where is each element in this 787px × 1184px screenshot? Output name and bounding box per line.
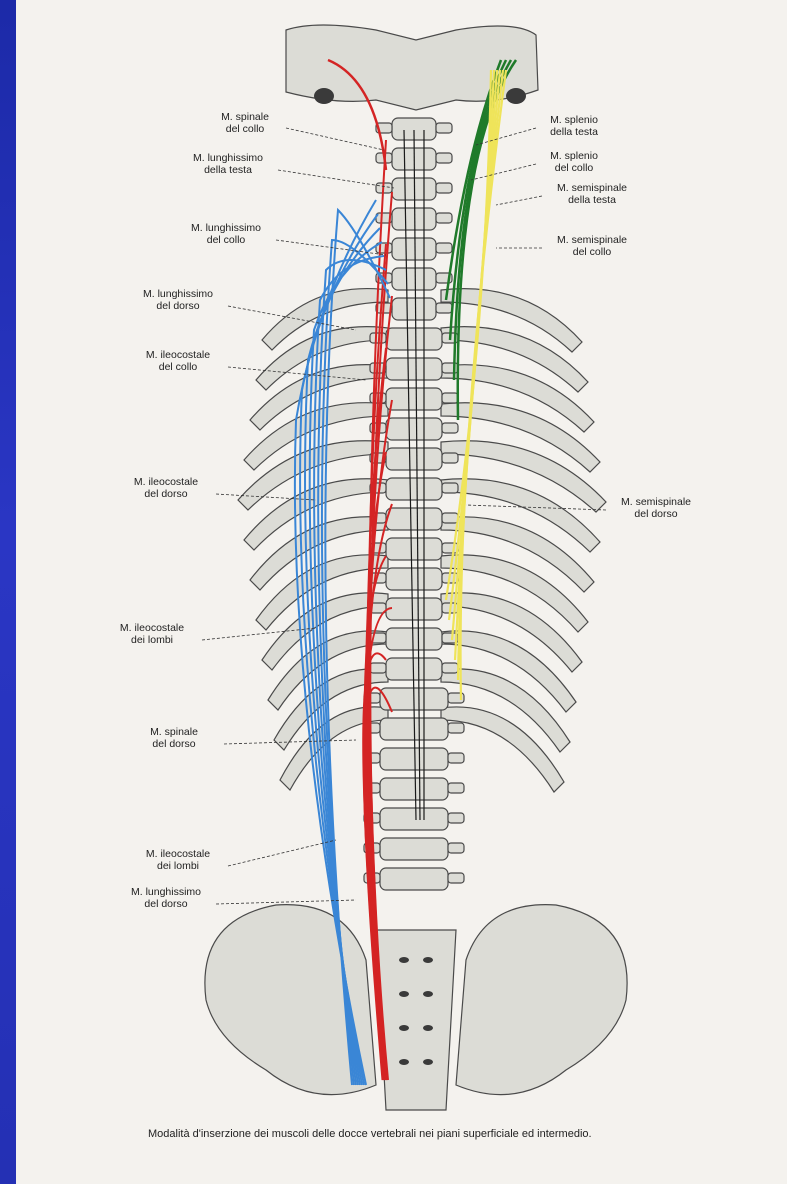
vertebra bbox=[392, 238, 436, 260]
sacral-foramen bbox=[423, 1025, 433, 1031]
vertebra bbox=[386, 598, 442, 620]
transverse-process-right bbox=[448, 813, 464, 823]
transverse-process-right bbox=[436, 153, 452, 163]
transverse-process-right bbox=[448, 783, 464, 793]
vertebra bbox=[380, 808, 448, 830]
transverse-process-right bbox=[436, 213, 452, 223]
vertebra bbox=[386, 418, 442, 440]
transverse-process-right bbox=[442, 663, 458, 673]
leader-line bbox=[496, 196, 542, 205]
transverse-process-right bbox=[436, 183, 452, 193]
vertebra bbox=[386, 568, 442, 590]
vertebra bbox=[386, 508, 442, 530]
vertebra bbox=[380, 868, 448, 890]
sacral-foramen bbox=[423, 991, 433, 997]
figure-caption: Modalità d'inserzione dei muscoli delle … bbox=[148, 1126, 787, 1142]
transverse-process-left bbox=[370, 663, 386, 673]
vertebra bbox=[380, 778, 448, 800]
transverse-process-right bbox=[448, 723, 464, 733]
transverse-process-right bbox=[442, 393, 458, 403]
transverse-process-right bbox=[442, 513, 458, 523]
spine-illustration bbox=[16, 0, 787, 1184]
vertebra bbox=[380, 838, 448, 860]
transverse-process-right bbox=[436, 243, 452, 253]
transverse-process-right bbox=[436, 303, 452, 313]
iliac-wing-right bbox=[456, 905, 627, 1095]
leader-line bbox=[228, 840, 336, 866]
sacral-foramen bbox=[399, 957, 409, 963]
sacral-foramen bbox=[399, 1059, 409, 1065]
fibre-black bbox=[414, 130, 420, 820]
vertebra bbox=[386, 538, 442, 560]
transverse-process-right bbox=[442, 453, 458, 463]
vertebra bbox=[380, 748, 448, 770]
sacral-foramen bbox=[423, 957, 433, 963]
transverse-process-right bbox=[448, 753, 464, 763]
skull-foramen-right bbox=[506, 88, 526, 104]
transverse-process-right bbox=[442, 543, 458, 553]
vertebra bbox=[386, 628, 442, 650]
leader-line bbox=[286, 128, 384, 150]
transverse-process-right bbox=[448, 873, 464, 883]
transverse-process-right bbox=[436, 123, 452, 133]
fibre-black bbox=[424, 130, 425, 820]
transverse-process-right bbox=[442, 423, 458, 433]
vertebra bbox=[386, 388, 442, 410]
sacrum bbox=[376, 930, 456, 1110]
sacral-foramen bbox=[399, 1025, 409, 1031]
sacral-foramen bbox=[399, 991, 409, 997]
transverse-process-right bbox=[442, 483, 458, 493]
vertebra bbox=[386, 358, 442, 380]
vertebra bbox=[386, 448, 442, 470]
leader-line bbox=[471, 164, 536, 180]
vertebra bbox=[392, 268, 436, 290]
vertebra bbox=[386, 328, 442, 350]
transverse-process-right bbox=[448, 843, 464, 853]
transverse-process-right bbox=[442, 363, 458, 373]
skull-foramen-left bbox=[314, 88, 334, 104]
vertebra bbox=[392, 298, 436, 320]
sacral-foramen bbox=[423, 1059, 433, 1065]
fibre-black bbox=[404, 130, 416, 820]
vertebra bbox=[392, 208, 436, 230]
vertebra bbox=[386, 478, 442, 500]
